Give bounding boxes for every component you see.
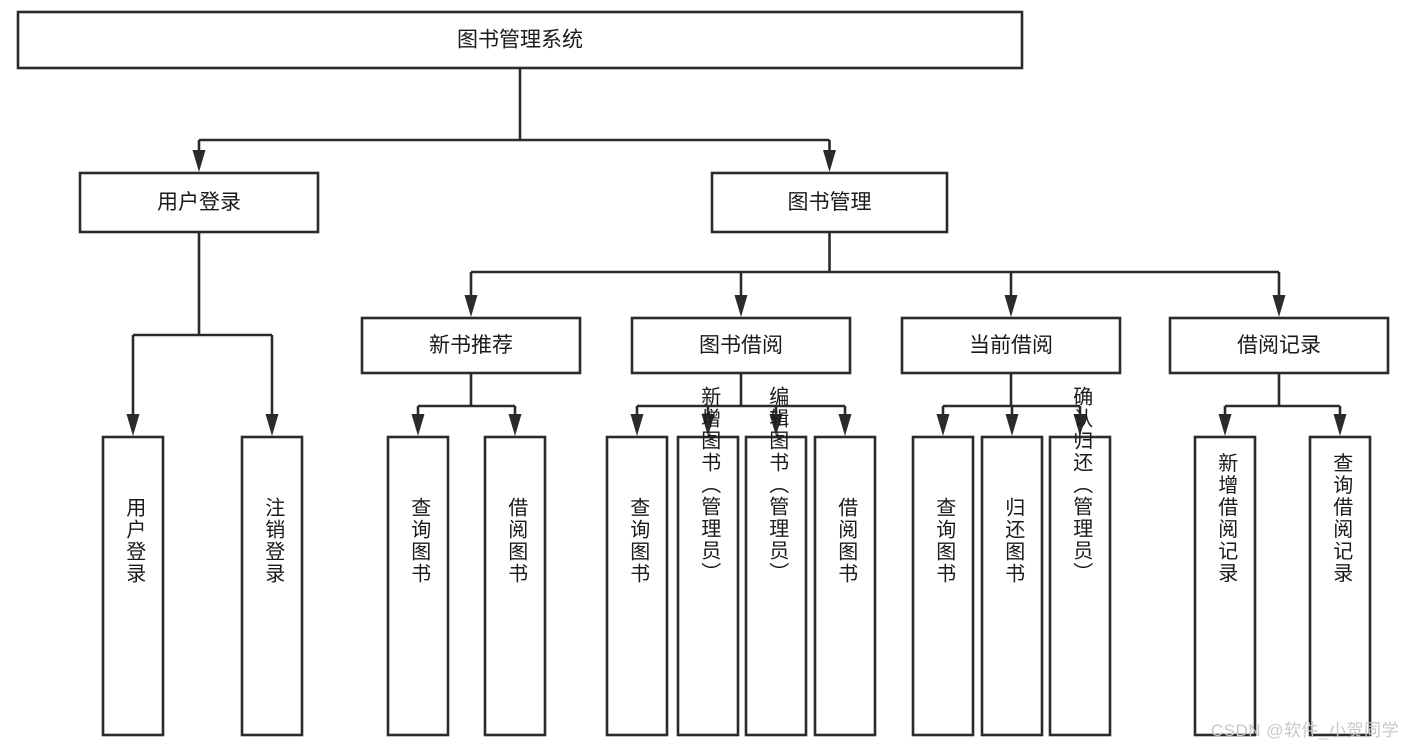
node-label: 查询图书 — [933, 497, 956, 585]
node-label: 新书推荐 — [429, 334, 513, 357]
node-box — [605, 435, 669, 737]
node-label: 新增图书（管理员） — [698, 385, 721, 583]
arrow-head-icon — [508, 414, 522, 436]
node-label: 查询图书 — [627, 497, 650, 585]
node-label: 确认归还（管理员） — [1070, 385, 1093, 583]
arrow-head-icon — [1333, 414, 1347, 436]
node-label: 归还图书 — [1002, 497, 1025, 585]
arrow-head-icon — [1004, 295, 1018, 317]
node-label: 图书管理 — [788, 191, 872, 214]
node-leaf-records-1[interactable]: 新增借阅记录 — [1193, 435, 1257, 737]
node-leaf-records-2[interactable]: 查询借阅记录 — [1308, 435, 1372, 737]
node-records[interactable]: 借阅记录 — [1168, 316, 1390, 375]
arrow-head-icon — [192, 150, 206, 172]
node-leaf-borrow-1[interactable]: 查询图书 — [605, 435, 669, 737]
node-leaf-borrow-4[interactable]: 借阅图书 — [813, 435, 877, 737]
node-box — [1048, 435, 1112, 737]
node-box — [1168, 316, 1390, 375]
node-label: 借阅记录 — [1237, 334, 1321, 357]
node-box — [744, 435, 808, 737]
node-label: 图书借阅 — [699, 334, 783, 357]
node-label: 图书管理系统 — [457, 29, 583, 52]
node-leaf-borrow-3[interactable]: 编辑图书（管理员） — [744, 385, 808, 737]
connectors-layer — [126, 68, 1347, 436]
node-bookmgmt[interactable]: 图书管理 — [710, 171, 949, 234]
arrow-head-icon — [1005, 414, 1019, 436]
node-box — [676, 435, 740, 737]
node-box — [813, 435, 877, 737]
node-box — [386, 435, 450, 737]
node-box — [1308, 435, 1372, 737]
node-label: 借阅图书 — [835, 497, 858, 585]
node-box — [710, 171, 949, 234]
arrow-head-icon — [838, 414, 852, 436]
node-box — [1193, 435, 1257, 737]
node-leaf-current-2[interactable]: 归还图书 — [980, 435, 1044, 737]
node-borrow[interactable]: 图书借阅 — [630, 316, 852, 375]
node-box — [101, 435, 165, 737]
node-root[interactable]: 图书管理系统 — [16, 10, 1024, 70]
node-box — [16, 10, 1024, 70]
node-label: 用户登录 — [157, 191, 241, 214]
node-box — [911, 435, 975, 737]
arrow-head-icon — [411, 414, 425, 436]
node-box — [240, 435, 304, 737]
node-box — [630, 316, 852, 375]
node-current[interactable]: 当前借阅 — [900, 316, 1122, 375]
arrow-head-icon — [823, 150, 836, 172]
arrow-head-icon — [769, 414, 783, 436]
node-login[interactable]: 用户登录 — [78, 171, 320, 234]
node-leaf-newbook-2[interactable]: 借阅图书 — [483, 435, 547, 737]
arrow-head-icon — [936, 414, 950, 436]
arrow-head-icon — [265, 414, 279, 436]
arrow-head-icon — [630, 414, 644, 436]
node-leaf-login-1[interactable]: 用户登录 — [101, 435, 165, 737]
node-box — [78, 171, 320, 234]
node-label: 新增借阅记录 — [1215, 452, 1238, 584]
node-box — [980, 435, 1044, 737]
node-newbook[interactable]: 新书推荐 — [360, 316, 582, 375]
arrow-head-icon — [1073, 414, 1087, 436]
node-label: 查询图书 — [408, 497, 431, 585]
arrow-head-icon — [734, 295, 748, 317]
node-leaf-login-2[interactable]: 注销登录 — [240, 435, 304, 737]
arrow-head-icon — [126, 414, 140, 436]
node-leaf-borrow-2[interactable]: 新增图书（管理员） — [676, 385, 740, 737]
arrow-head-icon — [1218, 414, 1232, 436]
nodes-layer: 图书管理系统用户登录图书管理新书推荐图书借阅当前借阅借阅记录用户登录注销登录查询… — [16, 10, 1390, 737]
arrow-head-icon — [464, 295, 478, 317]
node-leaf-current-1[interactable]: 查询图书 — [911, 435, 975, 737]
arrow-head-icon — [701, 414, 715, 436]
node-label: 当前借阅 — [969, 334, 1053, 357]
node-label: 查询借阅记录 — [1330, 452, 1353, 584]
node-label: 借阅图书 — [505, 497, 528, 585]
node-label: 用户登录 — [123, 497, 146, 585]
node-label: 注销登录 — [262, 497, 285, 585]
node-leaf-newbook-1[interactable]: 查询图书 — [386, 435, 450, 737]
node-leaf-current-3[interactable]: 确认归还（管理员） — [1048, 385, 1112, 737]
node-box — [900, 316, 1122, 375]
node-box — [360, 316, 582, 375]
arrow-head-icon — [1272, 295, 1286, 317]
node-label: 编辑图书（管理员） — [766, 385, 789, 583]
node-box — [483, 435, 547, 737]
